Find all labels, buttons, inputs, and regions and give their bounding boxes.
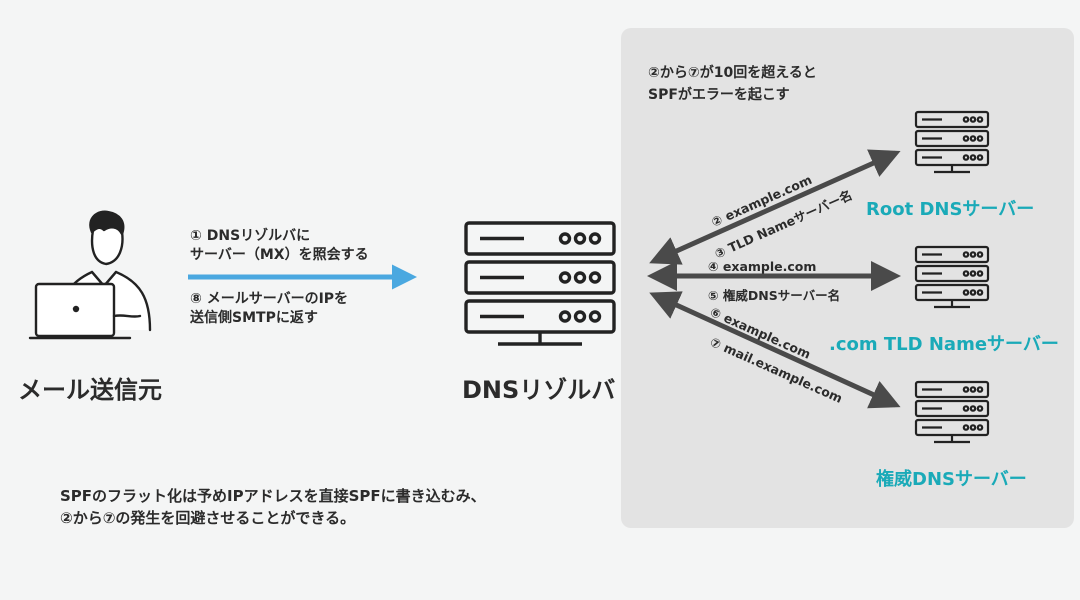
auth-arrow — [649, 291, 901, 409]
limit-note-line1: ②から⑦が10回を超えると — [648, 65, 817, 81]
reply-step-line1: ⑧ メールサーバーのIPを — [190, 291, 349, 307]
limit-note-line2: SPFがエラーを起こす — [648, 87, 790, 103]
limit-note: ②から⑦が10回を超えると SPFがエラーを起こす — [648, 62, 817, 106]
flattening-note-line2: ②から⑦の発生を回避させることができる。 — [60, 509, 356, 527]
query-step-label: ① DNSリゾルバに サーバー（MX）を照会する — [190, 227, 369, 265]
sender-label: メール送信元 — [18, 376, 162, 404]
flattening-note: SPFのフラット化は予めIPアドレスを直接SPFに書き込むみ、 ②から⑦の発生を… — [60, 485, 486, 529]
reply-step-line2: 送信側SMTPに返す — [190, 310, 318, 326]
auth-server-icon — [914, 380, 990, 444]
tld-answer-label: ⑤ 権威DNSサーバー名 — [708, 288, 841, 303]
reply-step-label: ⑧ メールサーバーのIPを 送信側SMTPに返す — [190, 290, 348, 328]
tld-query-label: ④ example.com — [708, 259, 817, 274]
tld-server-icon — [914, 245, 990, 309]
root-server-label: Root DNSサーバー — [866, 199, 1035, 220]
root-arrow — [649, 149, 901, 265]
tld-server-label: .com TLD Nameサーバー — [829, 334, 1059, 355]
root-server-icon — [914, 110, 990, 174]
person-laptop-icon — [28, 210, 152, 340]
flattening-note-line1: SPFのフラット化は予めIPアドレスを直接SPFに書き込むみ、 — [60, 487, 486, 505]
resolver-label: DNSリゾルバ — [462, 376, 616, 404]
auth-server-label: 権威DNSサーバー — [876, 469, 1027, 490]
query-step-line1: ① DNSリゾルバに — [190, 228, 311, 244]
query-step-line2: サーバー（MX）を照会する — [190, 247, 369, 263]
server-icon — [464, 221, 616, 346]
